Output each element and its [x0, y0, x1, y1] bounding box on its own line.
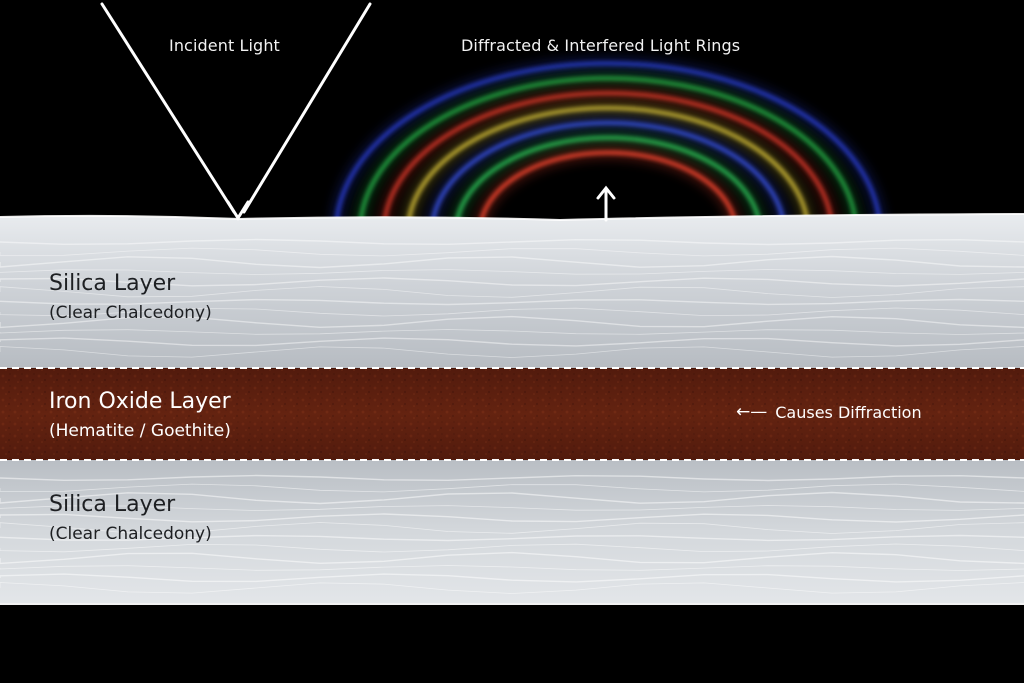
silica-band-line	[0, 565, 1024, 571]
left-arrow-icon: ←—	[736, 402, 768, 422]
light-ring	[406, 106, 810, 220]
light-ring	[382, 91, 834, 220]
silica-band-line	[0, 329, 1024, 335]
silica-layer-top	[0, 213, 1024, 368]
silica-band-line	[0, 277, 1024, 287]
diffraction-rings	[331, 58, 885, 220]
light-ring	[358, 76, 858, 220]
silica-band-line	[0, 505, 1024, 511]
layer-2-name: Iron Oxide Layer	[49, 389, 231, 414]
silica-band-line	[0, 522, 1024, 534]
silica-band-line	[0, 513, 1024, 523]
silica-band-line	[0, 534, 1024, 542]
silica-band-line	[0, 315, 1024, 329]
incident-light-label: Incident Light	[169, 36, 280, 55]
silica-band-line	[0, 298, 1024, 306]
silica-band-line	[0, 346, 1024, 358]
layer-1-sub: (Clear Chalcedony)	[49, 303, 212, 323]
silica-band-line	[0, 238, 1024, 246]
silica-band-line	[0, 543, 1024, 553]
silica-band-line	[0, 551, 1024, 565]
light-ring	[334, 61, 882, 220]
layer-3-name: Silica Layer	[49, 492, 176, 517]
rings-label: Diffracted & Interfered Light Rings	[461, 36, 741, 55]
silica-band-line	[0, 582, 1024, 594]
up-arrow-icon	[596, 185, 616, 222]
layer-2-sub: (Hematite / Goethite)	[49, 421, 231, 441]
silica-layer-bottom	[0, 460, 1024, 605]
iron-oxide-layer	[0, 368, 1024, 460]
silica-band-line	[0, 307, 1024, 317]
silica-band-line	[0, 491, 1024, 505]
silica-band-line	[0, 483, 1024, 493]
silica-band-line	[0, 247, 1024, 257]
silica-band-line	[0, 255, 1024, 269]
silica-band-line	[0, 286, 1024, 298]
v-shaped-light-rays-icon	[100, 2, 372, 221]
layer-3-sub: (Clear Chalcedony)	[49, 524, 212, 544]
silica-band-line	[0, 573, 1024, 583]
light-ring	[479, 150, 737, 220]
callout-text: Causes Diffraction	[775, 402, 922, 422]
silica-banding-bottom	[0, 474, 1024, 594]
silica-band-line	[0, 474, 1024, 482]
diffraction-callout: ←— Causes Diffraction	[736, 402, 922, 422]
light-ring	[455, 135, 761, 220]
silica-band-line	[0, 337, 1024, 347]
silica-banding-top	[0, 238, 1024, 358]
light-ring	[431, 120, 785, 220]
layer-1-name: Silica Layer	[49, 271, 176, 296]
silica-band-line	[0, 269, 1024, 275]
